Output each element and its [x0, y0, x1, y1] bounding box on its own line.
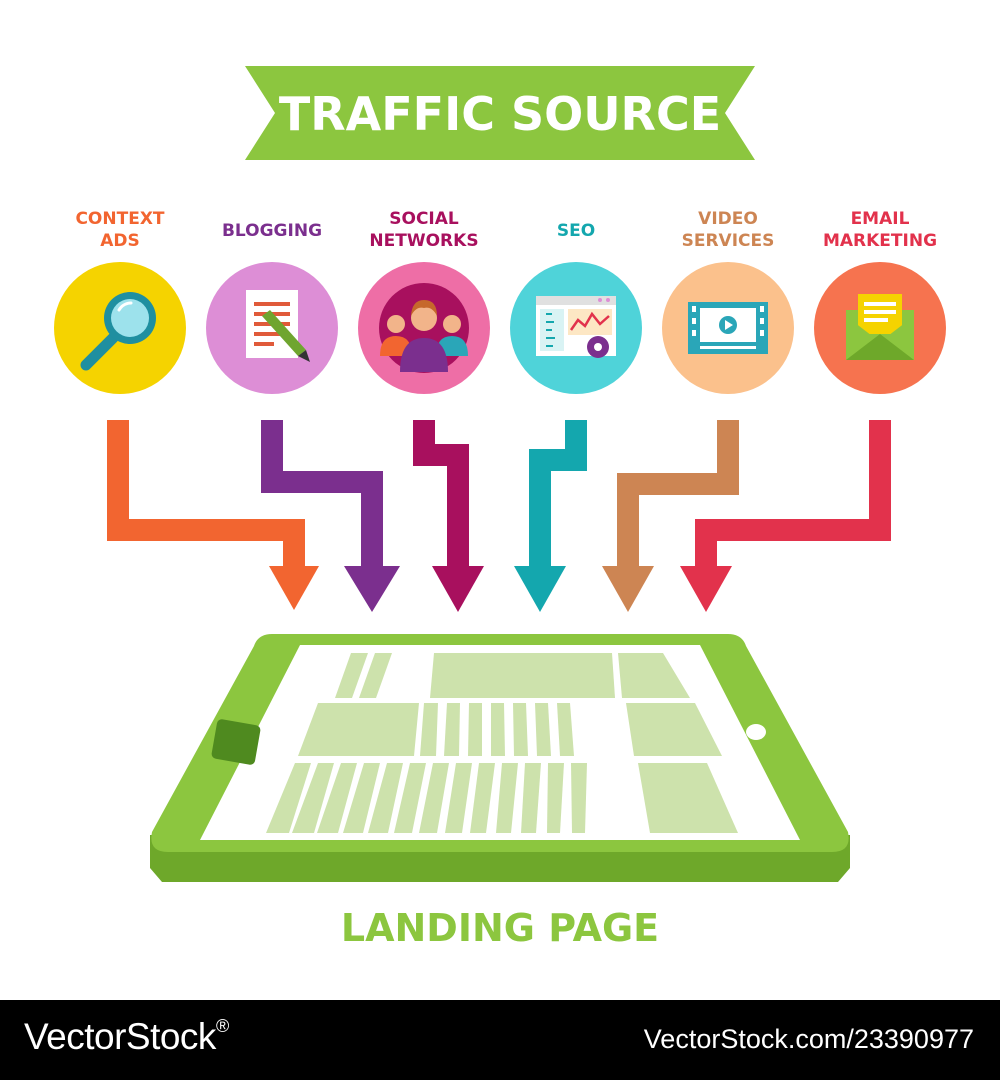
people-group-icon — [379, 283, 469, 373]
envelope-letter-icon — [846, 294, 914, 360]
source-circle-video-services — [662, 262, 794, 394]
source-label-context-ads-line2: ADS — [100, 231, 140, 251]
source-circle-seo — [510, 262, 642, 394]
watermark-logo-text: VectorStock — [24, 1016, 216, 1057]
watermark-logo: VectorStock® — [24, 1016, 229, 1058]
source-label-context-ads-line1: CONTEXT — [75, 209, 164, 229]
gear-icon — [587, 336, 609, 358]
source-label-social-networks-line2: NETWORKS — [369, 231, 478, 251]
source-label-seo: SEO — [557, 221, 595, 241]
watermark-bar: VectorStock® VectorStock.com/23390977 — [0, 1000, 1000, 1080]
source-label-social-networks-line1: SOCIAL — [389, 209, 459, 229]
tablet-landing-page — [150, 634, 850, 882]
title-banner-ribbon — [245, 66, 755, 160]
watermark-image-id: VectorStock.com/23390977 — [643, 1024, 974, 1054]
video-player-icon — [688, 302, 768, 354]
source-labels: CONTEXT ADS BLOGGING SOCIAL NETWORKS SEO… — [75, 209, 937, 251]
source-label-video-services-line2: SERVICES — [682, 231, 775, 251]
source-label-blogging: BLOGGING — [222, 221, 322, 241]
seo-browser-chart-icon — [536, 296, 616, 358]
title-text: TRAFFIC SOURCE — [279, 87, 721, 141]
traffic-source-diagram: TRAFFIC SOURCE CONTEXT ADS BLOGGING SOCI… — [54, 66, 946, 950]
landing-page-label: LANDING PAGE — [341, 906, 659, 950]
source-circle-context-ads — [54, 262, 186, 394]
arrow-seo — [514, 420, 587, 612]
arrow-email-marketing — [680, 420, 891, 612]
registered-mark: ® — [215, 1016, 229, 1036]
source-label-email-marketing-line1: EMAIL — [851, 209, 910, 229]
title-banner: TRAFFIC SOURCE — [245, 66, 755, 160]
arrow-video-services — [602, 420, 739, 612]
arrow-blogging — [261, 420, 400, 612]
arrow-context-ads — [107, 420, 319, 610]
blog-document-pencil-icon — [246, 290, 310, 362]
source-circle-social-networks — [358, 262, 490, 394]
magnifier-icon — [80, 292, 156, 371]
source-label-email-marketing-line2: MARKETING — [823, 231, 937, 251]
source-label-video-services-line1: VIDEO — [698, 209, 758, 229]
source-circle-blogging — [206, 262, 338, 394]
source-circle-email-marketing — [814, 262, 946, 394]
tablet-home-button — [211, 719, 261, 765]
arrows — [107, 420, 891, 612]
arrow-social-networks — [413, 420, 484, 612]
tablet-camera — [746, 724, 766, 740]
page-blocks — [266, 653, 738, 833]
